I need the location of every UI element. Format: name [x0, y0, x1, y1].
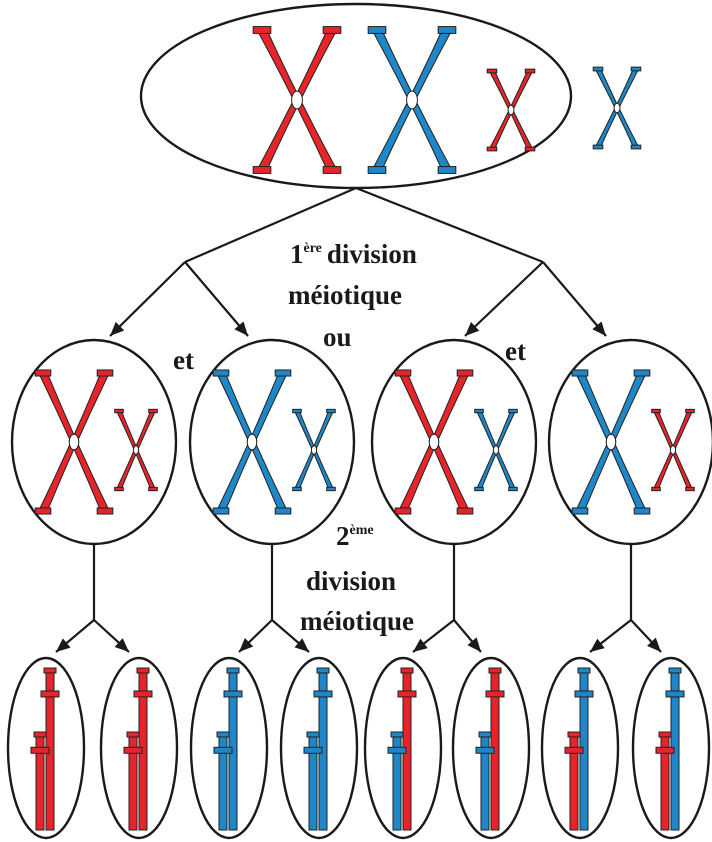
- chromatid-small-red: [564, 731, 584, 831]
- parent-chromosomes: [252, 26, 642, 174]
- conjunction-et-right: et: [505, 336, 526, 366]
- second-division-number: 2: [336, 521, 350, 551]
- parent-chromosome-red-large: [252, 26, 342, 174]
- second-division-superscript: ème: [350, 523, 374, 538]
- chromatid-small-red: [30, 731, 50, 831]
- chromosome-large-red: [394, 369, 474, 515]
- chromosome-small-red: [651, 408, 695, 492]
- conjunction-ou: ou: [323, 322, 352, 352]
- chromosome-large-blue: [571, 369, 651, 515]
- chromosome-small-blue: [292, 408, 336, 492]
- parent-chromosome-blue-large: [367, 26, 457, 174]
- chromatid-small-blue: [387, 731, 407, 831]
- chromatid-small-blue: [303, 731, 323, 831]
- second-division-label: 2ème: [336, 521, 374, 551]
- chromatid-small-red: [123, 731, 143, 831]
- first-division-word: division: [327, 239, 417, 269]
- parent-chromosome-blue-small: [592, 66, 642, 150]
- chromosome-large-blue: [212, 369, 292, 515]
- chromatid-small-blue: [475, 731, 495, 831]
- chromatid-small-blue: [213, 731, 233, 831]
- first-division-adjective: méiotique: [288, 280, 402, 310]
- gamete-cells: [6, 656, 711, 840]
- division-arrows: [55, 186, 662, 653]
- first-division-number: 1: [290, 239, 304, 269]
- conjunction-et-left: et: [173, 345, 194, 375]
- chromosome-large-red: [34, 369, 114, 515]
- parent-chromosome-red-small: [486, 68, 536, 152]
- meiosis-one-cells: [10, 338, 712, 546]
- chromosome-small-red: [114, 408, 158, 492]
- chromatid-small-red: [655, 731, 675, 831]
- first-division-label: 1ère division: [290, 239, 417, 269]
- first-division-superscript: ère: [304, 241, 322, 256]
- chromosome-small-blue: [474, 408, 518, 492]
- second-division-word: division: [306, 566, 396, 596]
- second-division-adjective: méiotique: [300, 606, 414, 636]
